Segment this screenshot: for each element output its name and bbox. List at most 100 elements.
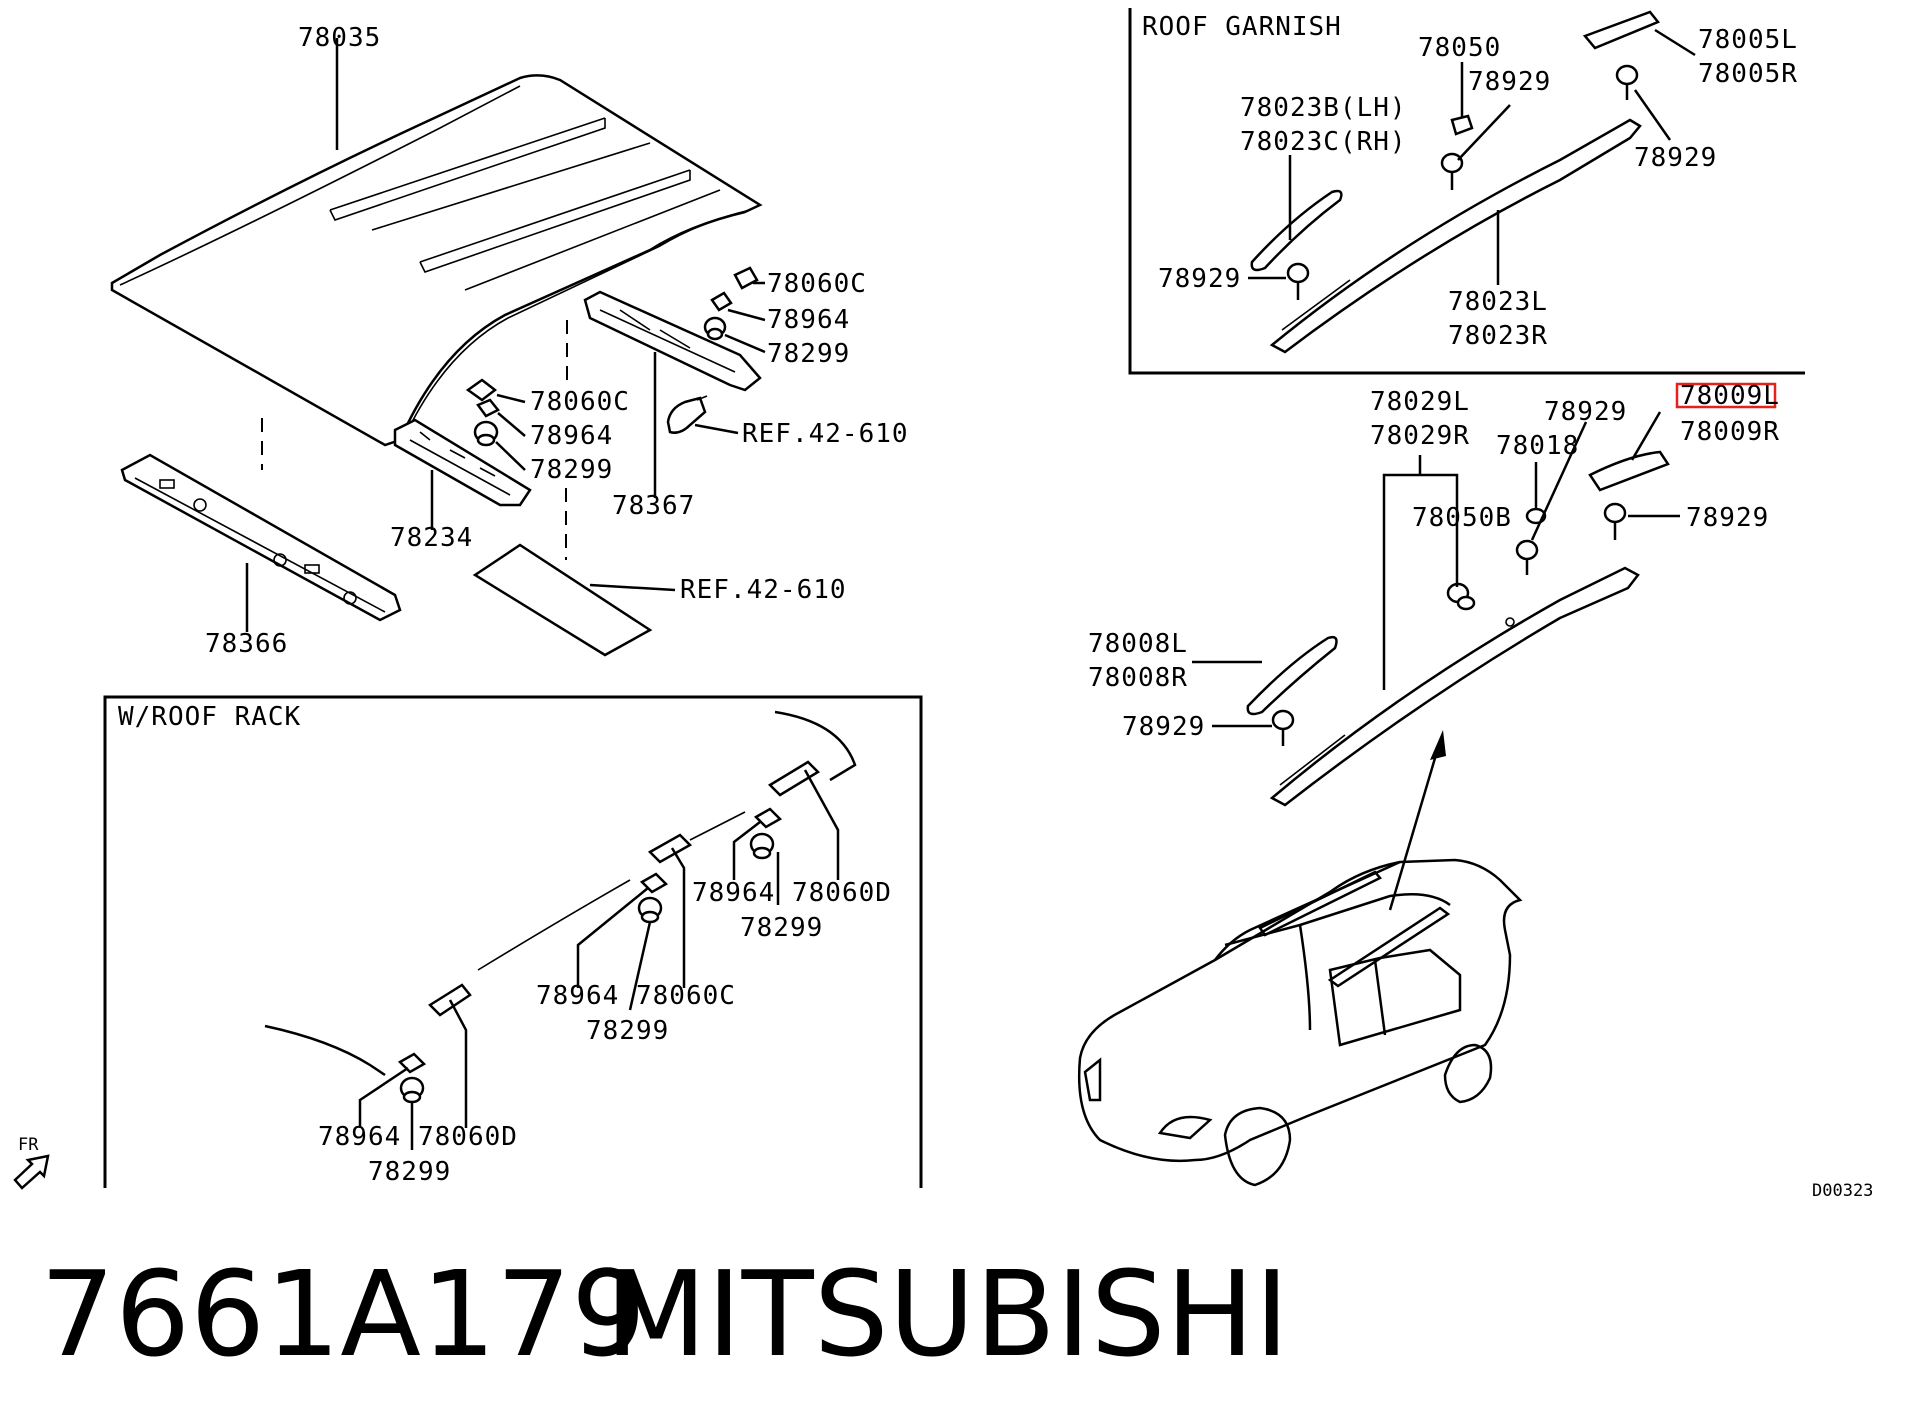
garnish-end-78005 — [1582, 10, 1661, 50]
label-78060d-k1: 78060D — [418, 1122, 518, 1152]
label-78035: 78035 — [298, 23, 381, 53]
leader-78060d-k1 — [448, 999, 468, 1128]
label-78366: 78366 — [205, 629, 288, 659]
highlight-78009l — [1675, 382, 1777, 409]
label-78299-k1: 78299 — [368, 1157, 451, 1187]
label-78009l: 78009L — [1680, 381, 1780, 411]
leader-78009 — [1630, 411, 1662, 461]
pointer-arrow — [1388, 747, 1440, 911]
label-78023l: 78023L — [1448, 287, 1548, 317]
bolt-g2 — [1615, 64, 1639, 100]
label-78929-g2: 78929 — [1634, 143, 1717, 173]
bolt-r3 — [1271, 709, 1295, 746]
leader-78299-a — [724, 333, 766, 354]
label-78023r: 78023R — [1448, 321, 1548, 351]
label-78299-k3: 78299 — [740, 913, 823, 943]
label-78009r: 78009R — [1680, 417, 1780, 447]
clip-set-k2 — [637, 833, 693, 924]
leader-78964-a — [727, 308, 766, 322]
label-78929-r1: 78929 — [1544, 397, 1627, 427]
front-header-78366 — [120, 453, 402, 622]
roof-garnish-frame — [1128, 8, 1805, 375]
leader-78299-k2 — [628, 921, 652, 1011]
label-78060c-b: 78060C — [530, 387, 630, 417]
label-ref-b: REF.42-610 — [680, 575, 847, 605]
label-78964-a: 78964 — [767, 305, 850, 335]
label-78234: 78234 — [390, 523, 473, 553]
roof-rack-title: W/ROOF RACK — [118, 702, 301, 732]
cover-78008 — [1246, 635, 1338, 716]
label-78964-k3: 78964 — [692, 878, 775, 908]
roof-edge-left — [264, 1024, 386, 1077]
pointer-arrowhead — [1430, 730, 1446, 760]
leader-78060d-k3 — [803, 769, 840, 880]
label-78005r: 78005R — [1698, 59, 1798, 89]
bolt-g1 — [1440, 152, 1464, 190]
roof-rack-frame — [103, 695, 923, 1188]
rear-roof-rail — [583, 290, 762, 392]
label-78008r: 78008R — [1088, 663, 1188, 693]
label-78367: 78367 — [612, 491, 695, 521]
clip-78050 — [1450, 114, 1474, 136]
leader-78299-b — [495, 441, 526, 471]
leader-78929-g1 — [1457, 104, 1511, 161]
roof-garnish-title: ROOF GARNISH — [1142, 12, 1342, 42]
bolt-g3 — [1286, 262, 1310, 300]
leader-78060c-k2 — [670, 847, 686, 988]
roof-pin — [666, 395, 708, 434]
leader-78005 — [1654, 28, 1696, 57]
label-78008l: 78008L — [1088, 629, 1188, 659]
roof-panel — [110, 74, 763, 447]
label-78029l: 78029L — [1370, 387, 1470, 417]
label-78060d-k3: 78060D — [792, 878, 892, 908]
label-78023c: 78023C(RH) — [1240, 127, 1407, 157]
leader-78964-k3 — [732, 821, 761, 880]
label-78929-r2: 78929 — [1686, 503, 1769, 533]
roof-line-1 — [477, 879, 631, 971]
label-78018: 78018 — [1496, 431, 1579, 461]
roof-rail-78029 — [1269, 566, 1640, 807]
label-78029r: 78029R — [1370, 421, 1470, 451]
suv-vehicle — [1077, 858, 1523, 1187]
leader-78964-k2 — [576, 887, 649, 988]
roof-sheet — [472, 543, 653, 657]
label-78299-b: 78299 — [530, 455, 613, 485]
label-78964-k2: 78964 — [536, 981, 619, 1011]
fr-label: FR — [18, 1135, 39, 1155]
leader-ref-b — [589, 583, 676, 592]
clip-set-k1 — [397, 983, 472, 1104]
bolt-r1 — [1515, 539, 1539, 575]
label-78060c-k2: 78060C — [636, 981, 736, 1011]
label-78929-g1: 78929 — [1468, 67, 1551, 97]
label-78299-a: 78299 — [767, 339, 850, 369]
label-78060c-a: 78060C — [767, 269, 867, 299]
leader-78964-b — [497, 412, 526, 437]
leader-ref-a — [694, 423, 739, 435]
label-78964-k1: 78964 — [318, 1122, 401, 1152]
caption-part-number: 7661A179 — [40, 1245, 646, 1383]
label-78929-g3: 78929 — [1158, 264, 1241, 294]
caption-brand: MITSUBISHI — [605, 1245, 1289, 1383]
label-78005l: 78005L — [1698, 25, 1798, 55]
leader-78929-r1 — [1530, 421, 1588, 541]
bolt-r2 — [1603, 502, 1627, 540]
leader-78929-g2 — [1633, 89, 1672, 141]
cover-78009 — [1588, 450, 1670, 492]
clip-78050b — [1446, 582, 1476, 611]
roof-edge-right — [774, 710, 857, 782]
label-78964-b: 78964 — [530, 421, 613, 451]
garnish-78023b — [1250, 189, 1343, 272]
label-78023b: 78023B(LH) — [1240, 93, 1407, 123]
fr-arrow-icon — [13, 1154, 50, 1190]
roof-bow-78234 — [393, 418, 532, 507]
diagram-code: D00323 — [1812, 1181, 1873, 1201]
leader-78060c-b — [496, 393, 526, 404]
clip-group-b — [465, 378, 500, 447]
roof-line-2 — [689, 811, 746, 841]
label-78929-r3: 78929 — [1122, 712, 1205, 742]
label-78050b: 78050B — [1412, 503, 1512, 533]
label-78299-k2: 78299 — [586, 1016, 669, 1046]
clip-group-a — [703, 266, 759, 341]
label-78050: 78050 — [1418, 33, 1501, 63]
